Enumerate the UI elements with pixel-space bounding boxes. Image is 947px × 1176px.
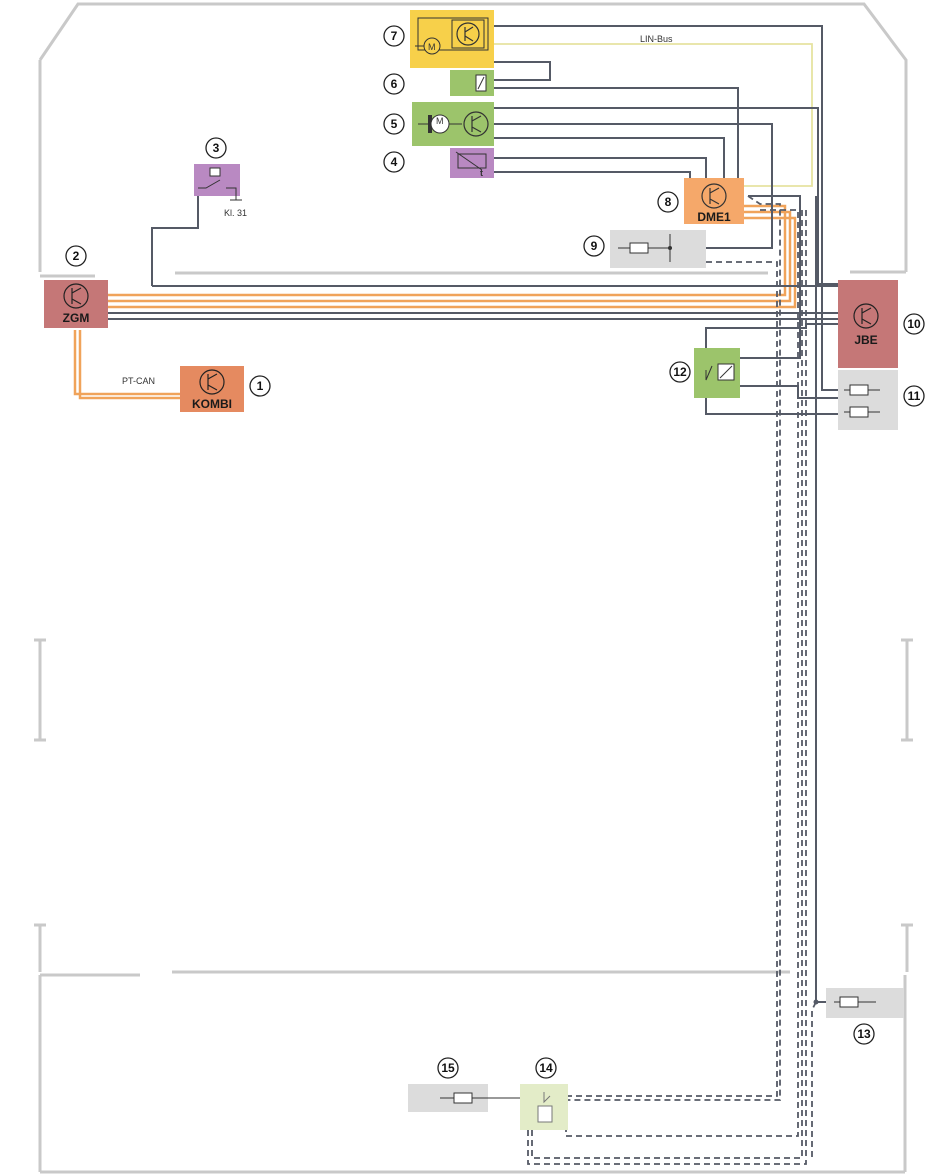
callout-6: 6 — [391, 77, 398, 91]
motor-symbol: M — [428, 42, 436, 52]
callout-numbers: 1 2 3 4 5 6 7 8 9 10 11 12 13 14 15 — [73, 29, 921, 1075]
temp-symbol: t — [480, 168, 483, 178]
pt-can-label: PT-CAN — [122, 376, 155, 386]
component-10-jbe: JBE — [838, 280, 898, 368]
callout-9: 9 — [591, 239, 598, 253]
component-4-temperature-sensor: t — [450, 148, 494, 178]
component-12-relay — [694, 348, 740, 398]
callout-5: 5 — [391, 117, 398, 131]
zgm-label: ZGM — [63, 311, 90, 325]
callout-7: 7 — [391, 29, 398, 43]
pt-can-wires — [73, 204, 797, 400]
component-2-zgm: ZGM — [44, 280, 108, 328]
component-7-fuel-pump-control: M — [410, 10, 494, 68]
component-8-dme1: DME1 — [684, 178, 744, 224]
callout-8: 8 — [665, 195, 672, 209]
component-15-fuse — [408, 1084, 520, 1112]
callout-12: 12 — [673, 365, 687, 379]
component-5-electric-fan: M — [412, 102, 494, 146]
callout-1: 1 — [257, 379, 264, 393]
kl31-label: Kl. 31 — [224, 208, 247, 218]
callouts — [65, 25, 925, 1079]
component-1-kombi: KOMBI — [180, 366, 244, 412]
lin-bus-label: LIN-Bus — [640, 34, 673, 44]
motor-symbol-5: M — [436, 116, 444, 126]
lin-bus-wire — [492, 43, 813, 187]
callout-15: 15 — [441, 1061, 455, 1075]
component-11-fuses — [838, 370, 898, 430]
component-13-fuse — [813, 988, 904, 1018]
callout-13: 13 — [857, 1027, 871, 1041]
component-6-relay — [450, 70, 494, 96]
component-9-fuse — [610, 230, 706, 268]
dme1-label: DME1 — [697, 210, 731, 224]
vehicle-outline — [34, 2, 913, 1174]
component-14-relay — [520, 1084, 568, 1130]
callout-10: 10 — [907, 317, 921, 331]
kombi-label: KOMBI — [192, 397, 232, 411]
callout-11: 11 — [908, 389, 921, 403]
component-3-switch — [194, 164, 242, 201]
callout-3: 3 — [213, 141, 220, 155]
callout-2: 2 — [73, 249, 80, 263]
callout-14: 14 — [539, 1061, 553, 1075]
callout-4: 4 — [391, 155, 398, 169]
dashed-wires — [527, 195, 817, 1165]
jbe-label: JBE — [854, 333, 877, 347]
